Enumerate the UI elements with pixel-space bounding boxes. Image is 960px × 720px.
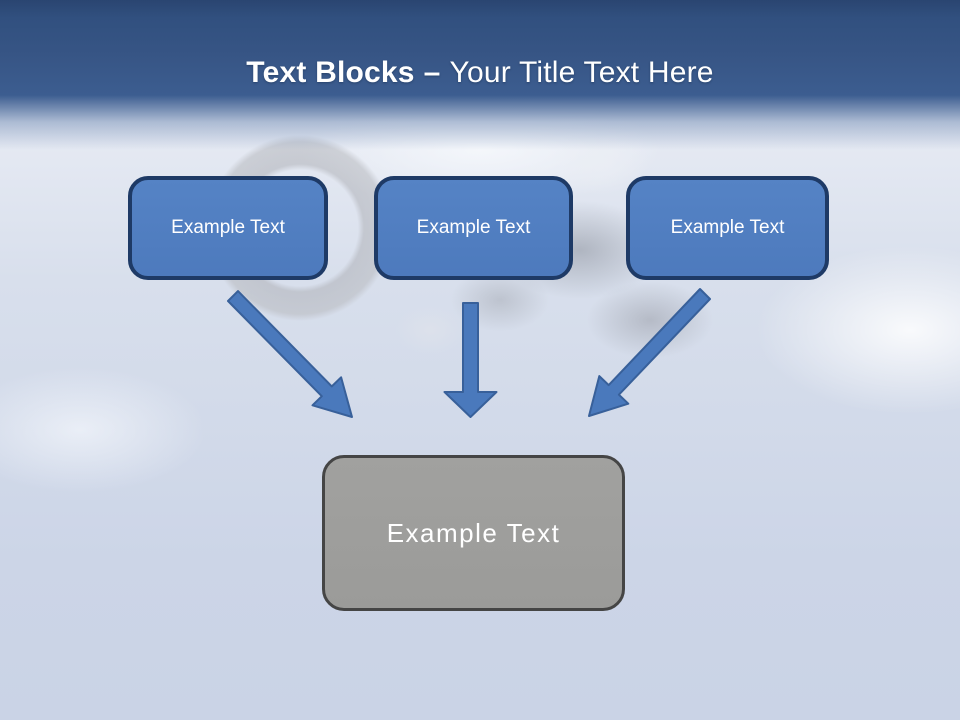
- slide-title-separator: –: [423, 56, 441, 89]
- text-block-1-label: Example Text: [171, 217, 285, 238]
- slide-title-subtitle: Your Title Text Here: [449, 56, 714, 89]
- arrow-down-right-icon: [227, 290, 353, 418]
- slide-title: Text Blocks–Your Title Text Here: [0, 56, 960, 90]
- text-block-2-label: Example Text: [416, 217, 531, 238]
- arrow-down-icon: [443, 302, 498, 418]
- title-band: [0, 0, 960, 152]
- summary-block-label: Example Text: [386, 517, 561, 548]
- text-block-2: Example Text: [374, 176, 573, 280]
- slide-title-emphasis: Text Blocks: [246, 56, 415, 89]
- text-block-1: Example Text: [128, 176, 328, 280]
- summary-block: Example Text: [322, 455, 625, 611]
- text-block-3-label: Example Text: [670, 217, 785, 238]
- arrow-down-left-icon: [588, 288, 711, 417]
- text-block-3: Example Text: [626, 176, 829, 280]
